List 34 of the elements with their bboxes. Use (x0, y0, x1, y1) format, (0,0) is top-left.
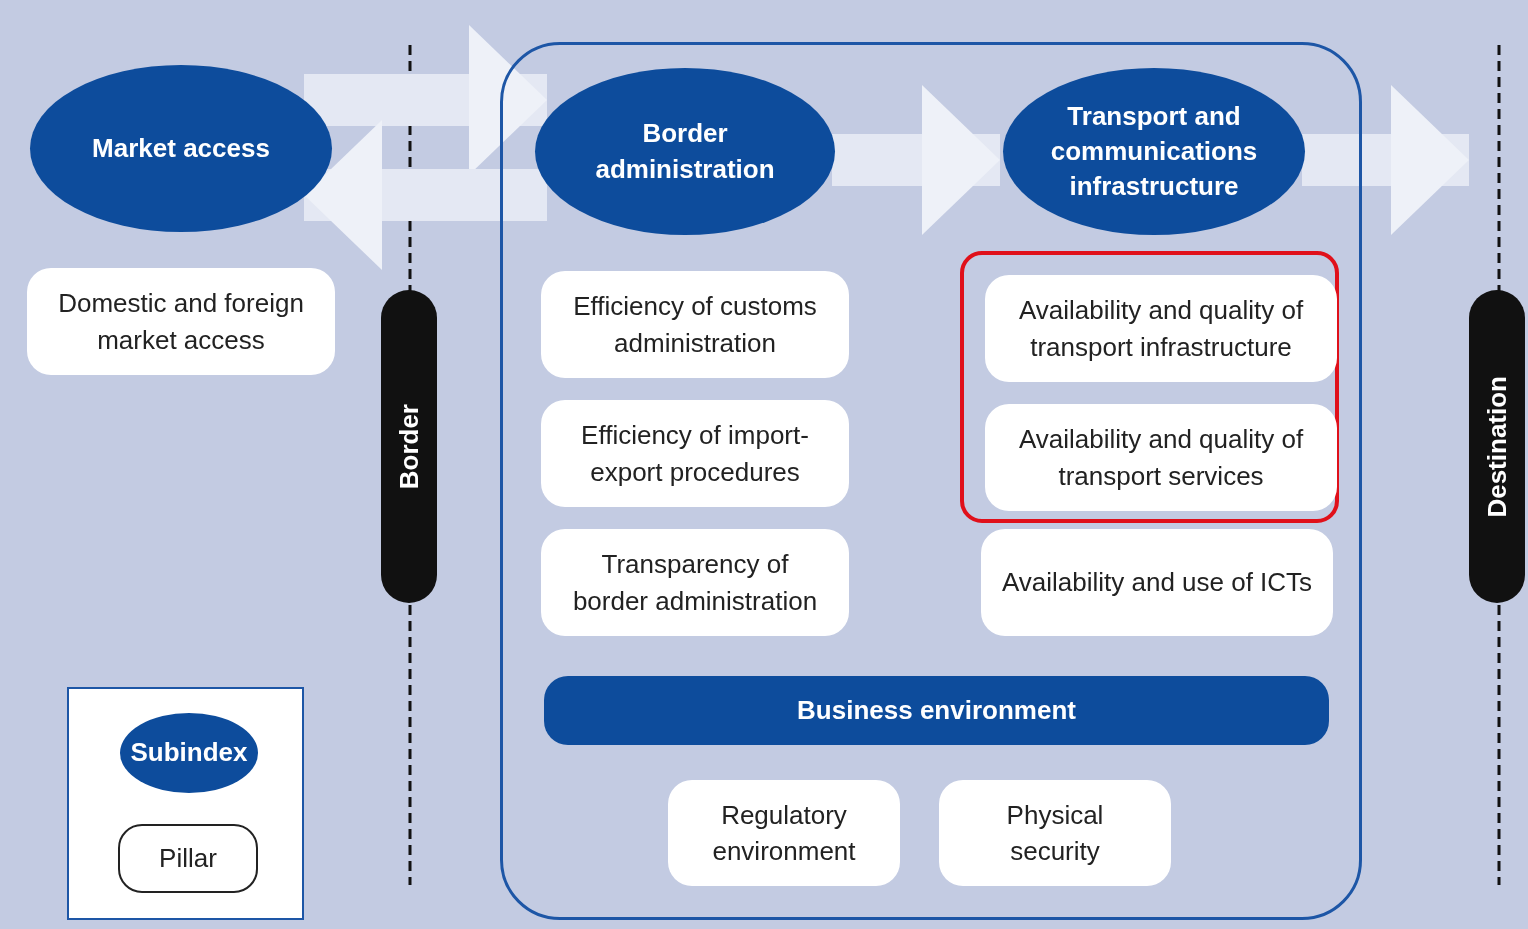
pillar-box (541, 529, 849, 636)
node-label: Efficiency of customs administration (572, 290, 818, 360)
node-label: Physical security (1005, 798, 1105, 868)
container-frame (500, 42, 1362, 920)
legend-label: Pillar (159, 842, 217, 876)
band-bar (544, 676, 1329, 745)
node-label: Availability and quality of transport services (1017, 423, 1305, 493)
arrow (832, 85, 1000, 235)
arrow (304, 120, 547, 270)
node-label: Transport and communications infrastructure (1049, 99, 1259, 204)
node-label: Border administration (594, 117, 776, 186)
arrow (1302, 85, 1469, 235)
node-label: Domestic and foreign market access (57, 287, 305, 357)
node-label: Market access (92, 131, 270, 165)
pillar-box (939, 780, 1171, 886)
node-label: Border (393, 403, 425, 490)
vertical-bar (381, 290, 437, 603)
pillar-box (541, 271, 849, 378)
node-label: Regulatory environment (711, 798, 857, 868)
node-label: Availability and quality of transport infrastructure (1017, 294, 1305, 364)
highlight-frame (960, 251, 1339, 523)
node-label: Efficiency of import-export procedures (580, 419, 810, 489)
node-label: Availability and use of ICTs (1001, 566, 1313, 600)
pillar-box (981, 529, 1333, 636)
vertical-bar (1469, 290, 1525, 603)
pillar-box (985, 404, 1337, 511)
pillar-box (541, 400, 849, 507)
pillar-box (27, 268, 335, 375)
node-label: Destination (1481, 375, 1513, 518)
node-label: Business environment (797, 695, 1076, 726)
legend-label: Subindex (130, 736, 248, 770)
pillar-box (985, 275, 1337, 382)
node-label: Transparency of border administration (571, 548, 819, 618)
pillar-box (668, 780, 900, 886)
